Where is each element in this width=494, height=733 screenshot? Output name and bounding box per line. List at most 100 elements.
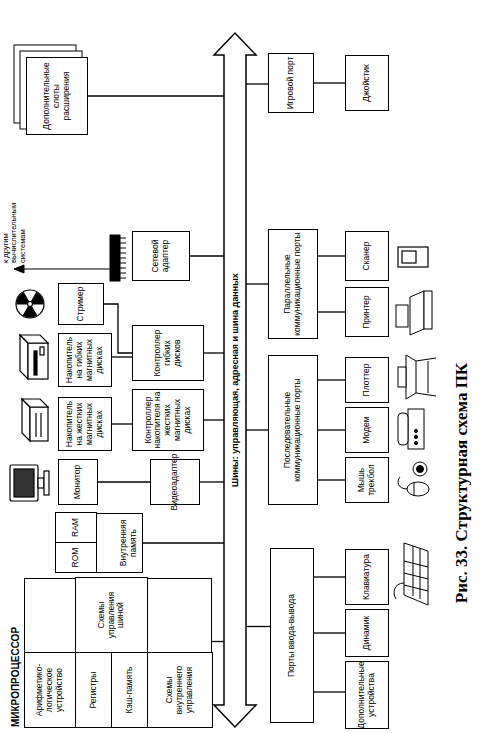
bus-connector [200,481,224,482]
modem-picture [398,413,408,445]
bus-connector [143,542,224,543]
box-label: Шины: управляющая, адресная и шина данны… [230,273,240,487]
scanner-picture [402,251,416,263]
plotter-picture [416,358,436,396]
bus-connector [314,82,345,83]
monitor-picture [14,469,34,497]
hard-disk-picture [40,413,41,437]
network-connector [120,238,126,278]
unit-box: Клавиатура [345,549,389,605]
network-connector [20,269,110,270]
unit-box: Модем [345,407,389,453]
mouse-picture [413,462,427,476]
box-label: Дополнительные слоты расширения [42,59,71,133]
box-label: Схемы управления шиной [97,579,126,651]
bus-arrow: Шины: управляющая, адресная и шина данны… [224,55,246,705]
box-label: Монитор [73,465,83,500]
scanner-picture [398,247,428,267]
modem-picture [414,435,417,438]
bus-connector [246,83,268,84]
mouse-picture [407,482,429,496]
network-connector [14,265,24,273]
scanner-picture [398,247,428,267]
unit-box: Параллельные коммуникационные порты [268,229,318,339]
box-label: Сканер [362,242,372,271]
floppy-drive-picture [40,347,44,355]
unit-box: Накопитель на жестких магнитных дисках [58,397,112,451]
box-label: Внутренняя память [119,514,139,572]
floppy-drive-picture [28,343,48,379]
bus-outline [214,33,256,727]
network-connector [110,235,120,281]
unit-box: Монитор [58,459,98,505]
bus-connector [112,423,132,424]
box-label: Динамик [362,616,372,650]
box-label: Клавиатура [362,554,372,600]
plotter-picture [398,367,406,387]
unit-box: Сканер [345,231,389,281]
box-label: Последовательные коммуникационные порты [283,357,303,503]
unit-box: Последовательные коммуникационные порты [268,355,318,505]
box-label: Кэш-память [125,666,135,713]
unit-box: Контроллер накопителя на жестких магнитн… [132,389,204,451]
box-label: ROM [71,548,81,568]
unit-box: ROM RAM Внутренняя память [55,513,143,573]
box-label: Сетевой адаптер [151,233,171,279]
block-heading: МИКРОПРОЦЕССОР [10,627,22,727]
monitor-picture [38,478,44,488]
box-label: Мышь трекбол [357,459,377,501]
box-label: Контроллер гибких дисков [153,327,182,379]
box-label: Параллельные коммуникационные порты [283,231,303,337]
bus-connector [204,352,224,353]
modem-picture [414,441,417,444]
box-label: Принтер [362,295,372,329]
tape-reel-symbol [16,290,44,318]
printer-picture [424,291,432,329]
hard-disk-picture [35,413,36,437]
bus-connector [112,356,132,357]
bus-connector [190,255,224,256]
box-label: Накопитель на гибких магнитных дисках [65,335,104,385]
box-label: Дополнительные устройства [357,661,377,728]
tape-reel-symbol [28,302,33,307]
modem-picture [398,409,424,449]
unit-box: Дополнительные устройства [345,661,389,729]
plotter-picture [398,355,436,399]
bus-connector [204,419,224,420]
floppy-drive-picture [34,351,37,375]
bus-connector [318,255,345,256]
unit-box: Плоттер [345,357,389,403]
printer-picture [410,291,424,335]
unit-box: Контроллер гибких дисков [132,325,204,381]
box-label: Порты ввода-вывода [287,594,297,677]
bus-connector [314,691,345,692]
box-label: Плоттер [362,364,372,397]
box-label: Регистры [89,672,99,709]
unit-box: Схемы управления шиной [75,577,148,653]
modem-picture [408,409,424,449]
keyboard-picture [394,543,428,605]
bus-connector [318,479,345,480]
keyboard-picture [404,543,428,605]
unit-box: Кэш-память [111,652,148,728]
printer-picture [396,291,432,335]
unit-box: Динамик [345,609,389,657]
floppy-drive-picture [20,335,48,379]
box-label: Игровой порт [286,57,296,110]
box-label: Схемы внутреннего управления [165,654,194,726]
bus-connector [246,626,270,627]
unit-box: Мышь трекбол [345,457,389,503]
unit-box: Игровой порт [268,53,314,113]
monitor-picture [10,465,49,501]
unit-box: RAM [55,512,97,543]
unit-box: ROM [55,542,97,573]
unit-box: Регистры [75,652,112,728]
floppy-drive-picture [20,335,48,343]
monitor-picture [10,465,38,501]
note-label: к другим вычислительным системам [2,197,27,263]
bus-connector [318,429,345,430]
unit-box: Стример [58,283,104,325]
network-connector [14,235,126,281]
hard-disk-picture [22,399,48,407]
unit-box: Сетевой адаптер [132,231,190,281]
